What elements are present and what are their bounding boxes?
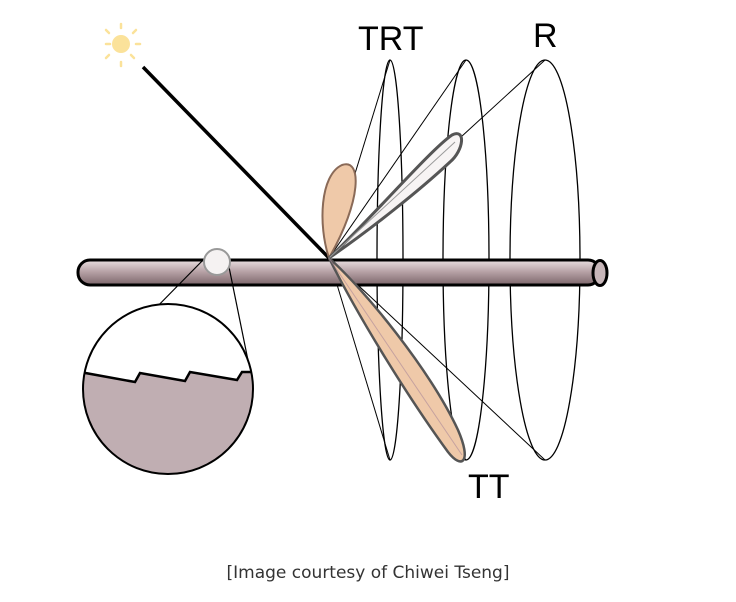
- cuticle-scales: [83, 370, 253, 474]
- image-caption: [Image courtesy of Chiwei Tseng]: [227, 563, 510, 583]
- magnifier: [82, 248, 254, 475]
- label-r: R: [533, 17, 558, 55]
- magnifier-lens: [203, 248, 231, 276]
- incident-light-ray: [141, 65, 331, 260]
- label-trt: TRT: [358, 20, 423, 58]
- scattering-lobes: [321, 132, 466, 463]
- magnified-cross-section: [82, 303, 254, 475]
- lobe-trt: [321, 163, 357, 261]
- sun-icon: [104, 22, 142, 68]
- label-tt: TT: [468, 468, 510, 506]
